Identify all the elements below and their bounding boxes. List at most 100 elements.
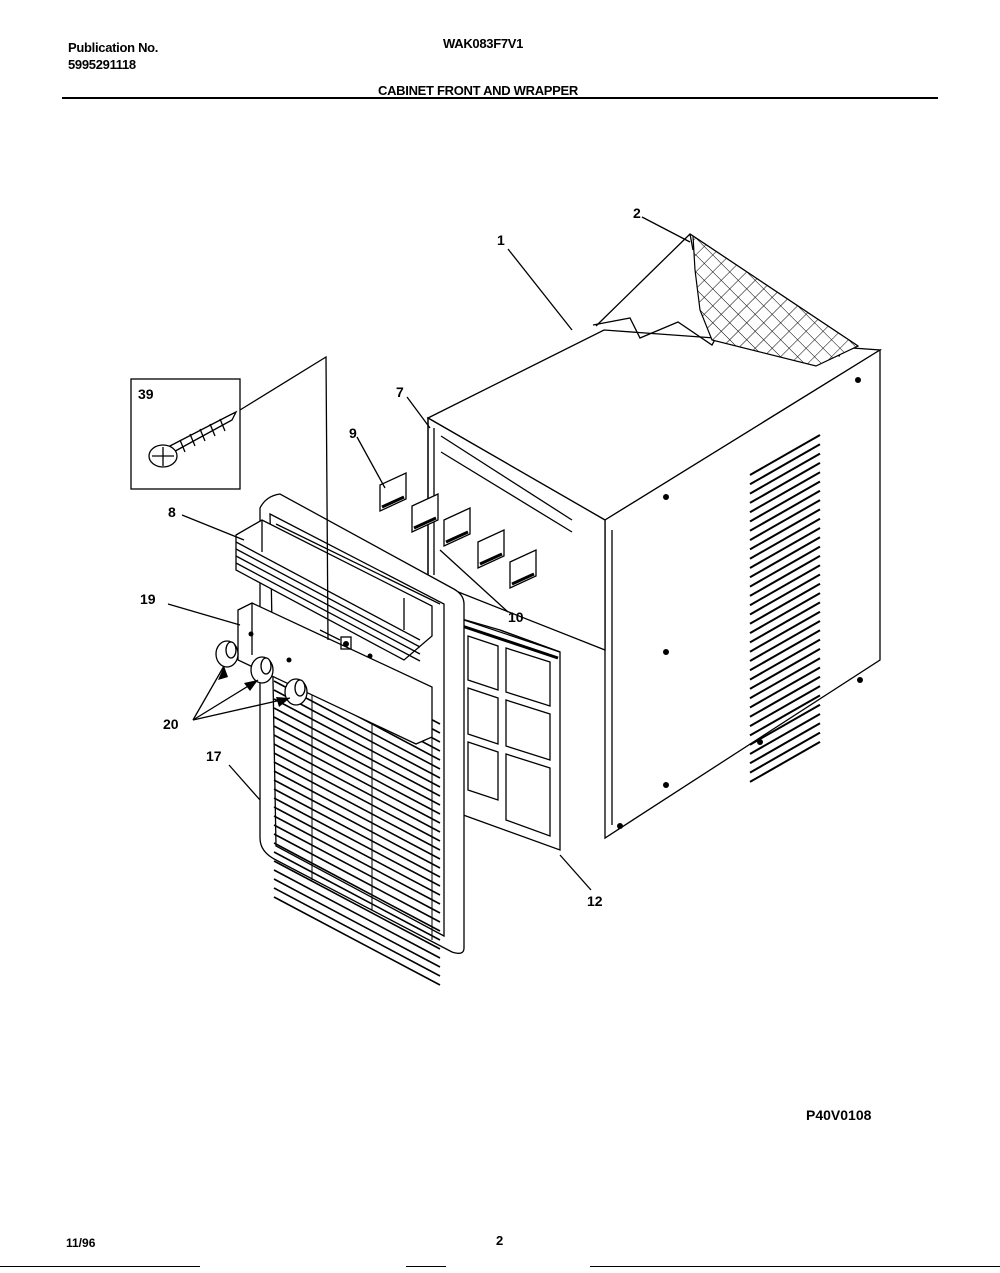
grille-slat xyxy=(273,689,441,779)
air-filter xyxy=(449,616,561,851)
figure-code: P40V0108 xyxy=(806,1107,872,1123)
side-louver-slat xyxy=(749,685,821,727)
grille-slat xyxy=(273,788,441,878)
grille-slat xyxy=(273,896,441,986)
clip-edge xyxy=(511,572,535,586)
grille-slat xyxy=(273,824,441,914)
side-louver-slat xyxy=(749,610,821,653)
callout-19: 19 xyxy=(140,591,156,607)
side-louver-slat xyxy=(749,443,821,486)
side-louver-slat xyxy=(749,517,821,560)
grille-slat xyxy=(273,806,441,896)
side-louver-slat xyxy=(749,489,821,532)
header-rule xyxy=(62,97,938,99)
callout-2: 2 xyxy=(633,205,641,221)
grille-slat xyxy=(273,752,441,842)
retainer-clip xyxy=(477,528,505,570)
cabinet-side-louvers xyxy=(749,434,821,783)
grille-slat xyxy=(273,815,441,905)
side-louver-slat xyxy=(749,452,821,495)
grille-slat xyxy=(273,779,441,869)
side-louver-slat xyxy=(749,434,821,476)
clip-edge xyxy=(381,495,405,509)
callout-20: 20 xyxy=(163,716,179,732)
clip-edge xyxy=(479,552,503,566)
side-louver-slat xyxy=(749,480,821,523)
side-louver-slat xyxy=(749,592,821,634)
side-louver-slat xyxy=(749,722,821,765)
side-louver-slat xyxy=(749,508,821,551)
side-louver-slat xyxy=(749,741,821,783)
grille-slat xyxy=(273,770,441,860)
revision-date: 11/96 xyxy=(66,1236,96,1250)
side-louver-slat xyxy=(749,694,821,737)
grille-slat xyxy=(273,869,441,959)
grille-slat xyxy=(273,743,441,833)
side-louver-slat xyxy=(749,601,821,644)
callout-9: 9 xyxy=(349,425,357,441)
grille-slat xyxy=(273,761,441,851)
footer-rule-left xyxy=(0,1266,200,1267)
publication-number: 5995291118 xyxy=(68,57,136,72)
retainer-clips xyxy=(379,471,537,590)
side-louver-slat xyxy=(749,648,821,690)
page-number: 2 xyxy=(496,1233,504,1248)
clip-edge xyxy=(445,530,469,544)
clip-edge xyxy=(413,516,437,530)
callout-8: 8 xyxy=(168,504,176,520)
grille-slat xyxy=(273,707,441,797)
callout-1: 1 xyxy=(497,232,505,248)
grille-slat xyxy=(273,698,441,788)
callout-39: 39 xyxy=(138,386,154,402)
side-louver-slat xyxy=(749,499,821,541)
grille-slat xyxy=(273,716,441,806)
retainer-clip xyxy=(509,548,537,590)
callout-7: 7 xyxy=(396,384,404,400)
grille-slat xyxy=(273,833,441,923)
retainer-clip xyxy=(443,506,471,548)
callout-10: 10 xyxy=(508,609,524,625)
side-louver-slat xyxy=(749,527,821,569)
side-louver-slat xyxy=(749,666,821,709)
side-louver-slat xyxy=(749,638,821,681)
grille-slat xyxy=(273,842,441,932)
side-louver-slat xyxy=(749,713,821,755)
side-louver-slat xyxy=(749,582,821,625)
side-louver-slat xyxy=(749,629,821,672)
retainer-clip xyxy=(411,492,439,534)
cabinet-wrapper xyxy=(426,233,883,840)
grille-slat xyxy=(273,887,441,977)
side-louver-slat xyxy=(749,703,821,746)
leader-lines xyxy=(167,216,691,891)
side-louver-slat xyxy=(749,573,821,616)
grille-slat xyxy=(273,851,441,941)
publication-label: Publication No. xyxy=(68,40,159,55)
callout-17: 17 xyxy=(206,748,222,764)
side-louver-slat xyxy=(749,462,821,504)
side-louver-slat xyxy=(749,536,821,579)
side-louver-slat xyxy=(749,471,821,514)
grille-slat xyxy=(273,734,441,824)
side-louver-slat xyxy=(749,675,821,718)
side-louver-slat xyxy=(749,731,821,774)
grille-slat xyxy=(273,797,441,887)
screw-detail xyxy=(130,355,329,641)
grille-slat xyxy=(273,878,441,968)
footer-rule-mid xyxy=(406,1266,446,1267)
side-louver-slat xyxy=(749,545,821,588)
control-knobs xyxy=(215,640,308,706)
retainer-clip xyxy=(379,471,407,513)
section-title: CABINET FRONT AND WRAPPER xyxy=(378,83,579,98)
model-number: WAK083F7V1 xyxy=(443,36,524,51)
side-louver-slat xyxy=(749,657,821,700)
side-louver-slat xyxy=(749,564,821,607)
side-louver-slat xyxy=(749,555,821,597)
grille-slat xyxy=(273,725,441,815)
top-mesh-screen xyxy=(692,234,860,367)
side-louver-slat xyxy=(749,620,821,662)
footer-rule-right xyxy=(590,1266,1000,1267)
control-panel xyxy=(237,602,433,745)
grille-slat xyxy=(273,860,441,950)
callout-12: 12 xyxy=(587,893,603,909)
